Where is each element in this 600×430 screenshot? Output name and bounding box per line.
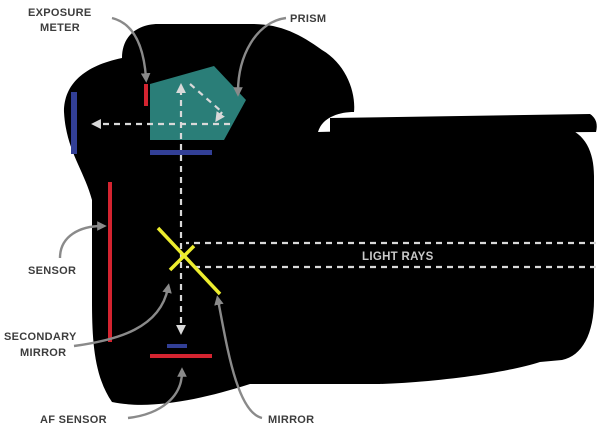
label-af-sensor: AF SENSOR	[40, 414, 107, 426]
callout-sensor	[58, 221, 107, 259]
callout-prism	[233, 16, 287, 97]
focusing-screen	[150, 150, 212, 155]
label-mirror: MIRROR	[268, 414, 314, 426]
af-sensor	[150, 354, 212, 358]
camera-body	[64, 24, 594, 405]
light-rays	[91, 83, 596, 335]
label-exposure-meter-1: EXPOSURE	[28, 7, 92, 19]
label-sensor: SENSOR	[28, 265, 76, 277]
exposure-meter	[144, 84, 148, 106]
viewfinder-eyepiece	[71, 92, 77, 154]
label-secondary-mirror-1: SECONDARY	[4, 331, 77, 343]
callout-mirror	[214, 295, 263, 420]
callouts	[58, 16, 287, 420]
image-sensor	[108, 182, 112, 342]
secondary-mirror	[168, 244, 196, 272]
callout-exposure-meter	[111, 16, 151, 83]
reflex-mirror	[156, 226, 222, 296]
label-exposure-meter-2: METER	[40, 22, 80, 34]
ray-prism-reflect	[189, 83, 223, 113]
label-prism: PRISM	[290, 13, 326, 25]
af-sensor-top	[167, 344, 187, 348]
ray-prism-reflect-2	[215, 111, 225, 123]
callout-secondary-mirror	[73, 283, 172, 348]
label-light-rays: LIGHT RAYS	[362, 251, 434, 263]
callout-af-sensor	[127, 367, 187, 420]
label-secondary-mirror-2: MIRROR	[20, 347, 66, 359]
lens-grip-top	[330, 114, 597, 134]
